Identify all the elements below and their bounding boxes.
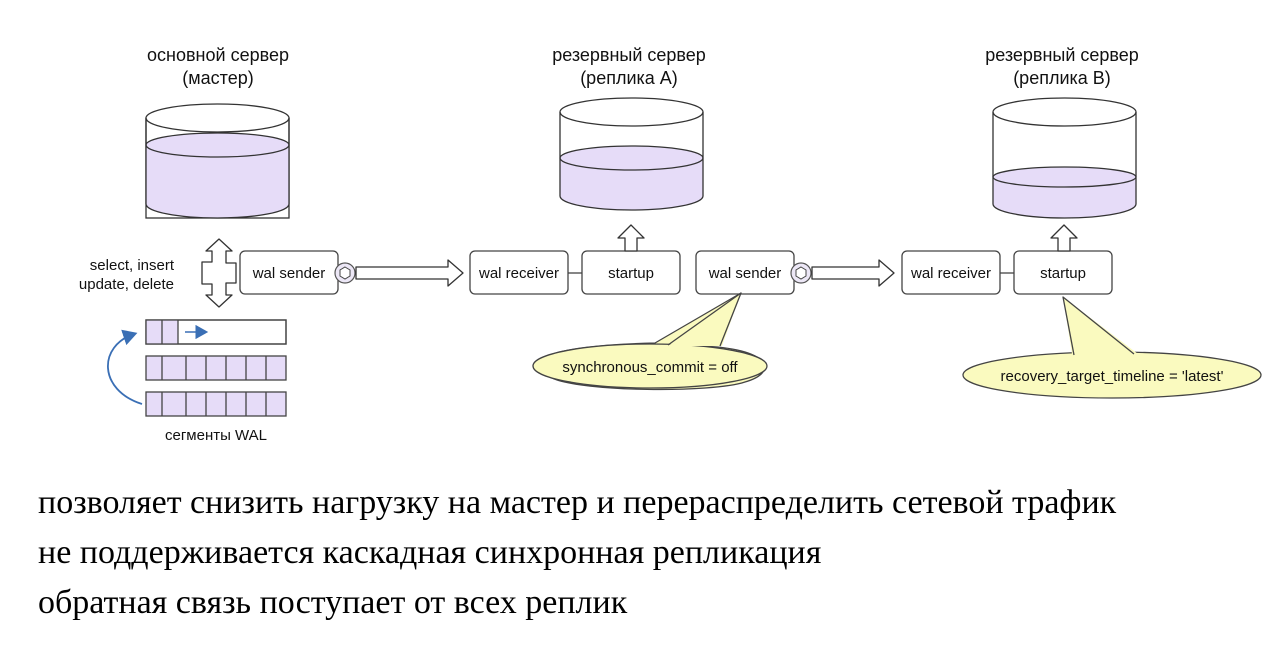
bullet-item: позволяет снизить нагрузку на мастер и п… [38,484,1117,521]
replica-b-startup-box: startup [1013,250,1113,295]
replica-a-apply-arrow [617,224,645,252]
replica-b-title: резервный сервер (реплика B) [932,44,1192,90]
replica-a-wal-sender-label: wal sender [708,265,782,282]
replica-a-wal-receiver-label: wal receiver [478,265,559,282]
replica-b-title-line1: резервный сервер [985,45,1139,65]
replica-b-title-line2: (реплика B) [1013,68,1111,88]
replica-b-database-icon [992,97,1137,219]
master-server-title-line2: (мастер) [182,68,254,88]
wal-stream-arrow-a-to-b [811,259,895,287]
sync-commit-callout-tail [667,292,742,347]
replica-a-title-line1: резервный сервер [552,45,706,65]
wal-segments-label: сегменты WAL [165,427,267,444]
master-wal-sender-port-icon [334,262,356,284]
sync-commit-callout-bubble [532,343,768,389]
replica-a-database-icon [559,97,704,211]
replica-b-apply-arrow [1050,224,1078,252]
replica-b-startup-label: startup [1040,265,1086,282]
master-server-title-line1: основной сервер [147,45,289,65]
bullet-item: не поддерживается каскадная синхронная р… [38,534,822,571]
master-wal-sender-label: wal sender [252,265,326,282]
bullet-item: обратная связь поступает от всех реплик [38,584,628,621]
client-operations-line2: update, delete [79,276,174,293]
client-query-fork-arrow [201,238,237,308]
wal-stream-arrow-master-to-a [355,259,464,287]
client-operations-line1: select, insert [90,257,175,274]
replica-b-wal-receiver-label: wal receiver [910,265,991,282]
replica-a-startup-label: startup [608,265,654,282]
bullet-list: позволяет снизить нагрузку на мастер и п… [38,478,1116,628]
replica-a-title-line2: (реплика A) [580,68,678,88]
replica-a-startup-box: startup [581,250,681,295]
sync-commit-text: synchronous_commit = off [562,359,738,376]
master-wal-sender-box: wal sender [239,250,339,295]
master-server-title: основной сервер (мастер) [88,44,348,90]
wal-recycle-arrow-guide [111,334,134,392]
wal-segments-icon [145,319,287,417]
replica-a-wal-sender-port-icon [790,262,812,284]
replication-diagram: select, insert update, delete wal sender… [79,97,1262,444]
wal-recycle-arrow-icon [107,329,143,405]
replica-b-wal-receiver-box: wal receiver [901,250,1001,295]
replica-a-wal-sender-box: wal sender [695,250,795,295]
replica-a-wal-receiver-box: wal receiver [469,250,569,295]
recovery-timeline-text: recovery_target_timeline = 'latest' [1001,368,1224,385]
replica-a-title: резервный сервер (реплика A) [499,44,759,90]
recovery-timeline-callout-tail [1062,296,1135,356]
master-database-icon [145,103,290,219]
